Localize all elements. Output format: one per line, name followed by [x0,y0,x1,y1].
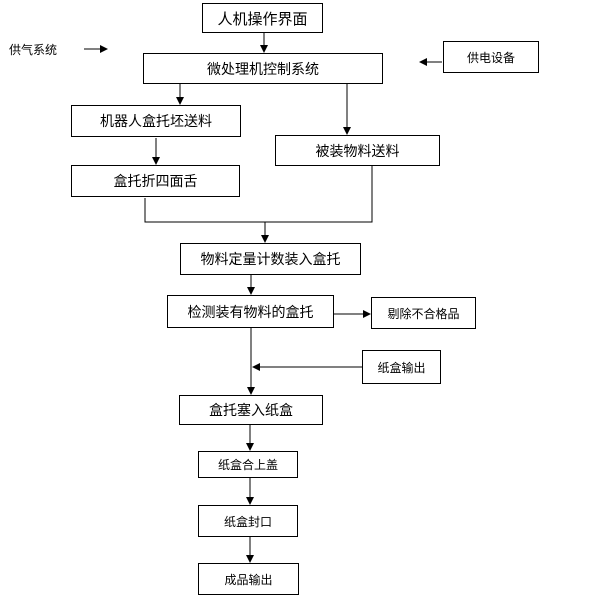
node-gas-supply: 供气系统 [9,43,58,57]
node-seal: 纸盒封口 [198,505,298,537]
node-insert-carton: 盒托塞入纸盒 [179,395,323,425]
node-hmi: 人机操作界面 [202,3,323,33]
node-product-out: 成品输出 [198,563,299,595]
node-fold-tray: 盒托折四面舌 [71,165,240,197]
node-robot-feed: 机器人盒托坯送料 [71,105,241,137]
node-inspect: 检测装有物料的盒托 [167,295,334,328]
node-reject: 剔除不合格品 [371,297,476,329]
merge-right [265,166,373,223]
node-quantify-fill: 物料定量计数装入盒托 [180,243,361,275]
node-controller: 微处理机控制系统 [143,53,383,84]
node-power-supply: 供电设备 [443,41,539,73]
merge-left [144,198,265,223]
node-close-lid: 纸盒合上盖 [198,451,298,478]
node-carton-out: 纸盒输出 [362,350,441,384]
node-material-feed: 被装物料送料 [275,135,440,166]
